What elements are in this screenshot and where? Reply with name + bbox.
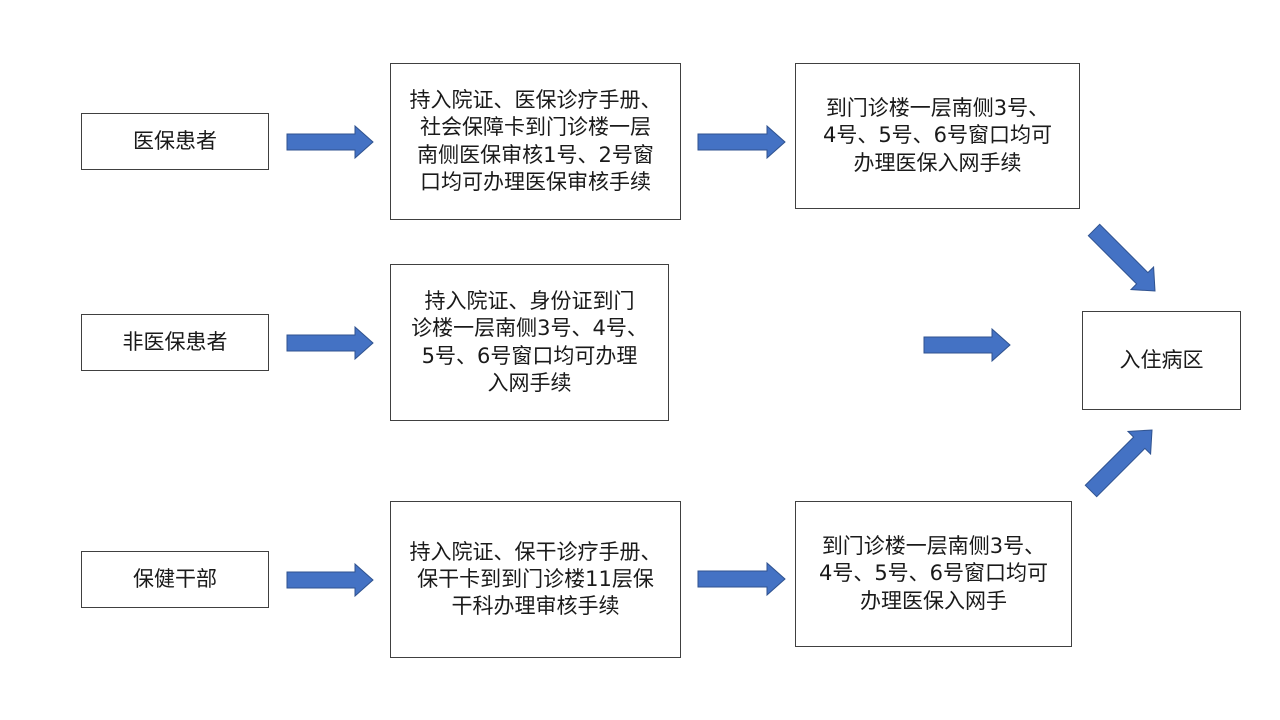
text-step-cadre-network: 到门诊楼一层南侧3号、 4号、5号、6号窗口均可 办理医保入网手 (818, 534, 1049, 613)
label-non-insurance-patient: 非医保患者 (122, 329, 228, 354)
arrow-top-to-ward (1087, 223, 1156, 292)
text-step-cadre-review: 持入院证、保干诊疗手册、 保干卡到到门诊楼11层保 干科办理审核手续 (409, 539, 662, 619)
box-step-insurance-review: 持入院证、医保诊疗手册、 社会保障卡到门诊楼一层 南侧医保审核1号、2号窗 口均… (390, 63, 681, 220)
arrow-row3-to-network (697, 561, 786, 597)
arrow-row1-to-review (286, 124, 374, 160)
arrow-row1-to-network (697, 124, 786, 160)
arrow-row2-to-ward (923, 327, 1011, 363)
box-step-cadre-review: 持入院证、保干诊疗手册、 保干卡到到门诊楼11层保 干科办理审核手续 (390, 501, 681, 658)
box-step-insurance-network: 到门诊楼一层南侧3号、 4号、5号、6号窗口均可 办理医保入网手续 (795, 63, 1080, 209)
label-medical-insurance-patient: 医保患者 (133, 128, 217, 153)
arrow-row3-to-review (286, 562, 374, 598)
box-medical-insurance-patient: 医保患者 (81, 113, 269, 170)
box-admission-ward: 入住病区 (1082, 311, 1241, 410)
box-step-non-insurance-register: 持入院证、身份证到门 诊楼一层南侧3号、4号、 5号、6号窗口均可办理 入网手续 (390, 264, 669, 421)
arrow-row2-to-register (286, 325, 374, 361)
text-step-non-insurance-register: 持入院证、身份证到门 诊楼一层南侧3号、4号、 5号、6号窗口均可办理 入网手续 (411, 288, 648, 395)
label-health-cadre: 保健干部 (133, 566, 217, 591)
text-step-insurance-network: 到门诊楼一层南侧3号、 4号、5号、6号窗口均可 办理医保入网手续 (822, 96, 1053, 175)
box-step-cadre-network: 到门诊楼一层南侧3号、 4号、5号、6号窗口均可 办理医保入网手 (795, 501, 1072, 647)
label-admission-ward: 入住病区 (1119, 347, 1204, 372)
box-non-insurance-patient: 非医保患者 (81, 314, 269, 371)
box-health-cadre: 保健干部 (81, 551, 269, 608)
arrow-bottom-to-ward (1084, 429, 1153, 498)
text-step-insurance-review: 持入院证、医保诊疗手册、 社会保障卡到门诊楼一层 南侧医保审核1号、2号窗 口均… (409, 87, 662, 194)
